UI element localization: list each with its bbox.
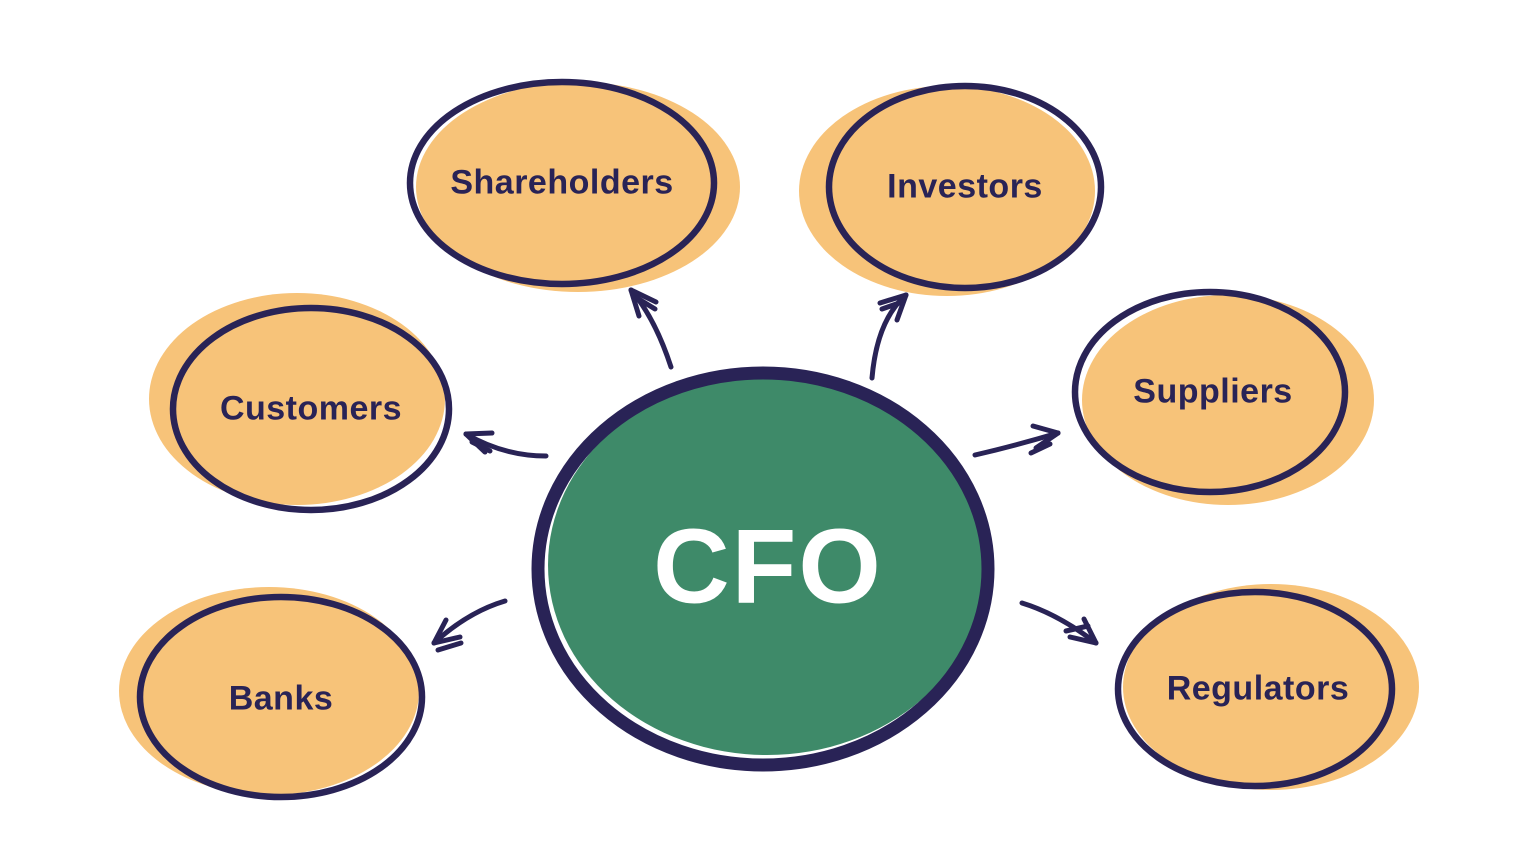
arrow-to-customers	[463, 430, 549, 459]
node-investors-outline	[825, 82, 1105, 292]
arrow-to-regulators	[1019, 600, 1099, 646]
node-label-regulators: Regulators	[1166, 669, 1350, 708]
node-regulators-shape	[1114, 584, 1419, 790]
node-banks-fill	[119, 587, 419, 795]
node-customers-outline	[169, 304, 453, 514]
arrow-to-suppliers	[972, 423, 1061, 458]
node-shareholders-outline	[406, 78, 718, 288]
node-suppliers-shape	[1071, 288, 1374, 505]
node-shareholders-fill	[416, 82, 740, 292]
center-node-cfo-outline	[531, 366, 995, 772]
node-label-banks: Banks	[228, 679, 334, 718]
node-regulators-fill	[1123, 584, 1419, 790]
node-label-shareholders: Shareholders	[450, 163, 674, 202]
node-label-customers: Customers	[219, 389, 403, 428]
node-regulators-outline	[1114, 588, 1396, 790]
arrow-to-investors	[869, 292, 909, 381]
center-node-cfo-fill	[548, 375, 986, 755]
node-label-investors: Investors	[887, 167, 1043, 206]
center-node-label: CFO	[653, 507, 883, 626]
node-label-suppliers: Suppliers	[1133, 372, 1293, 411]
node-customers-fill	[149, 293, 445, 505]
node-suppliers-outline	[1071, 288, 1349, 496]
arrow-to-shareholders	[628, 287, 674, 370]
node-banks-shape	[119, 587, 426, 801]
node-suppliers-fill	[1082, 295, 1374, 505]
center-node-cfo-shape	[531, 366, 995, 772]
node-investors-shape	[799, 82, 1105, 296]
node-shareholders-shape	[406, 78, 740, 292]
node-investors-fill	[799, 86, 1095, 296]
node-customers-shape	[149, 293, 453, 514]
arrow-to-banks	[431, 598, 508, 653]
node-banks-outline	[136, 593, 426, 801]
